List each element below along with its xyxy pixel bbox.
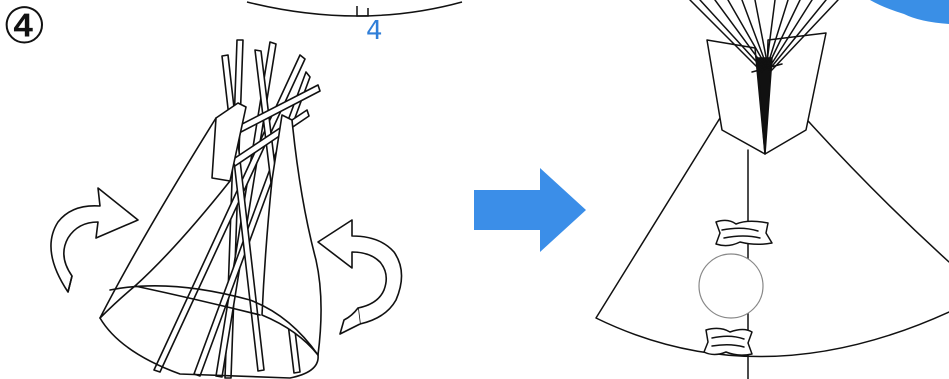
teepee-cone	[595, 117, 949, 358]
smoke-flap-right	[764, 32, 827, 155]
page-number-label: 4	[366, 16, 383, 46]
left-rotate-arrow	[50, 187, 139, 293]
left-cover-flap	[99, 102, 247, 319]
door-circle	[698, 253, 764, 319]
decorative-blue-blob	[870, 0, 949, 24]
right-rotate-arrow	[317, 219, 403, 335]
teepee-finished-illustration	[595, 0, 949, 379]
teepee-rolling-illustration	[99, 39, 322, 379]
tape-piece-lower	[703, 327, 753, 356]
step-number-badge: ④	[2, 0, 47, 55]
teepee-base	[99, 317, 319, 379]
tape-piece-upper	[715, 219, 773, 247]
arrow-right-icon	[474, 168, 586, 252]
previous-step-arc	[246, 1, 463, 17]
top-poles	[689, 0, 839, 73]
